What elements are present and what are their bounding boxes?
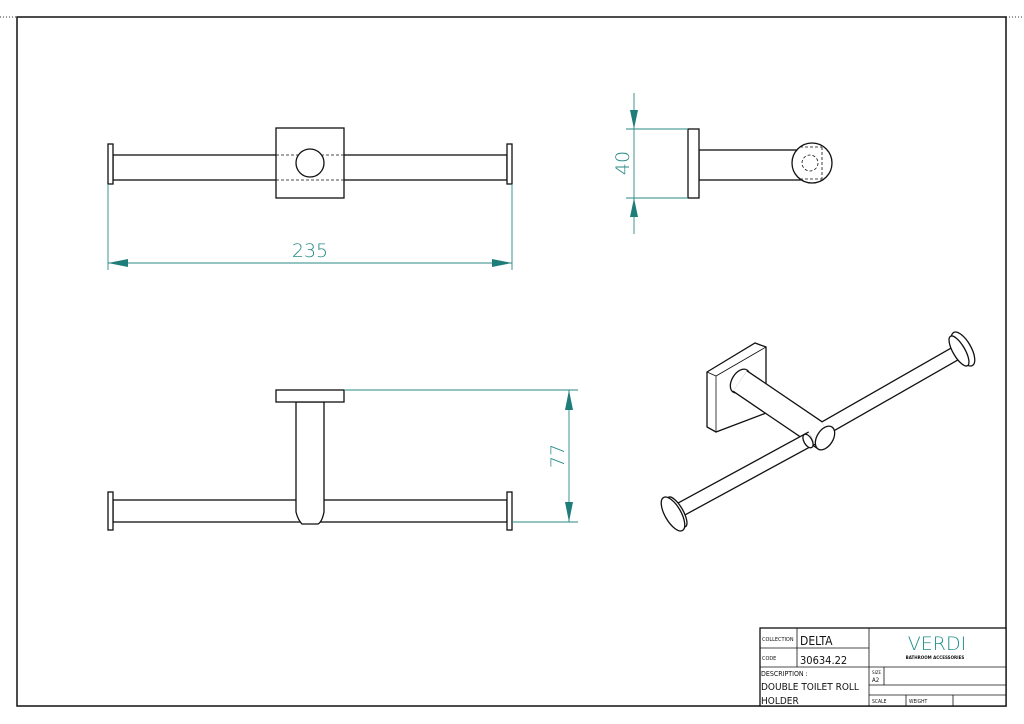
- top-view: [107, 127, 513, 199]
- dimension-depth-label: 77: [547, 444, 569, 468]
- weight-label: WEIGHT: [909, 699, 927, 705]
- sheet-border: [16, 16, 1007, 707]
- description-line2: HOLDER: [761, 696, 799, 707]
- dimension-length-label: 235: [292, 240, 328, 262]
- isometric-view: [660, 331, 976, 532]
- dimension-length: 235: [107, 184, 513, 270]
- dimension-plate-height: 40: [612, 93, 688, 234]
- code-value: 30634.22: [800, 654, 847, 667]
- dimension-plate-height-label: 40: [612, 151, 634, 175]
- side-view: [687, 128, 833, 199]
- front-view: [107, 389, 513, 531]
- dimension-depth: 77: [344, 389, 578, 523]
- brand-subtitle: BATHROOM ACCESSORIES: [906, 655, 965, 661]
- size-value: A2: [872, 677, 879, 684]
- title-block: COLLECTION DELTA CODE 30634.22 DESCRIPTI…: [759, 627, 1007, 707]
- code-label: CODE: [762, 656, 776, 662]
- description-label: DESCRIPTION :: [761, 670, 808, 678]
- description-line1: DOUBLE TOILET ROLL: [761, 682, 859, 693]
- size-label: SIZE: [872, 670, 882, 676]
- collection-label: COLLECTION: [762, 637, 794, 643]
- collection-value: DELTA: [800, 634, 833, 648]
- brand-logo: VERDI: [908, 633, 966, 655]
- scale-label: SCALE: [872, 699, 887, 705]
